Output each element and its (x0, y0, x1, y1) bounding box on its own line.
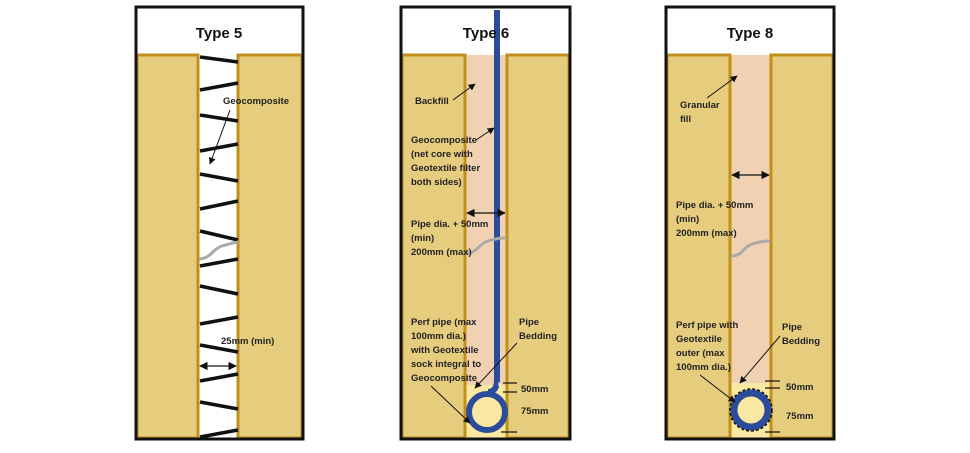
geocomposite-label: Geocomposite (223, 96, 289, 107)
arrow (475, 127, 495, 141)
arrow (699, 374, 736, 403)
backfill-label: Backfill (415, 96, 449, 107)
arrow (430, 385, 471, 424)
dim-75mm: 75mm (786, 411, 813, 422)
panel-type-5: Type 5 Geocomposite 25mm (min) (134, 5, 305, 441)
arrow (739, 335, 781, 384)
soil-right (505, 53, 571, 440)
arrow (474, 342, 518, 389)
panel-type-8: Type 8 Granular fill Pipe dia. + 50mm (m… (664, 5, 836, 441)
panel-frame (134, 5, 305, 441)
arrow (208, 109, 231, 165)
panel-title: Type 8 (727, 25, 773, 42)
arrow (452, 83, 476, 101)
pipe-trace (198, 240, 239, 261)
width-label: Pipe dia. + 50mm (min) 200mm (max) (411, 219, 491, 258)
panel-type-6: Type 6 Backfill Geocomposite (net core w… (399, 5, 572, 441)
width-label: Pipe dia. + 50mm (min) 200mm (max) (676, 200, 756, 239)
panel-title: Type 5 (196, 25, 242, 42)
soil-right (769, 53, 835, 440)
granular-fill-area (730, 55, 771, 438)
panel-title: Type 6 (463, 25, 509, 42)
soil-left (135, 53, 200, 440)
perf-pipe (730, 389, 772, 431)
dim-75mm: 75mm (521, 406, 548, 417)
bedding-label: Pipe Bedding (519, 317, 557, 342)
pipe-trace (730, 239, 771, 258)
dim-50mm: 50mm (786, 382, 813, 393)
bedding-label: Pipe Bedding (782, 322, 820, 347)
soil-left (665, 53, 732, 440)
perf-pipe-label: Perf pipe (max 100mm dia.) with Geotexti… (410, 317, 484, 384)
geocomposite-zigzag (199, 55, 239, 439)
panel-frame (664, 5, 836, 441)
panel-frame (399, 5, 572, 441)
geocomposite-label: Geocomposite (net core with Geotextile f… (411, 135, 483, 188)
perf-pipe-label: Perf pipe with Geotextile outer (max 100… (676, 320, 741, 373)
pipe-trace (465, 236, 506, 255)
soil-right (236, 53, 304, 440)
width-label: 25mm (min) (221, 336, 274, 347)
geotextile-outer (729, 388, 773, 432)
arrow (706, 75, 738, 99)
granular-fill-label: Granular fill (680, 100, 722, 125)
perf-pipe (466, 391, 508, 433)
dim-50mm: 50mm (521, 384, 548, 395)
